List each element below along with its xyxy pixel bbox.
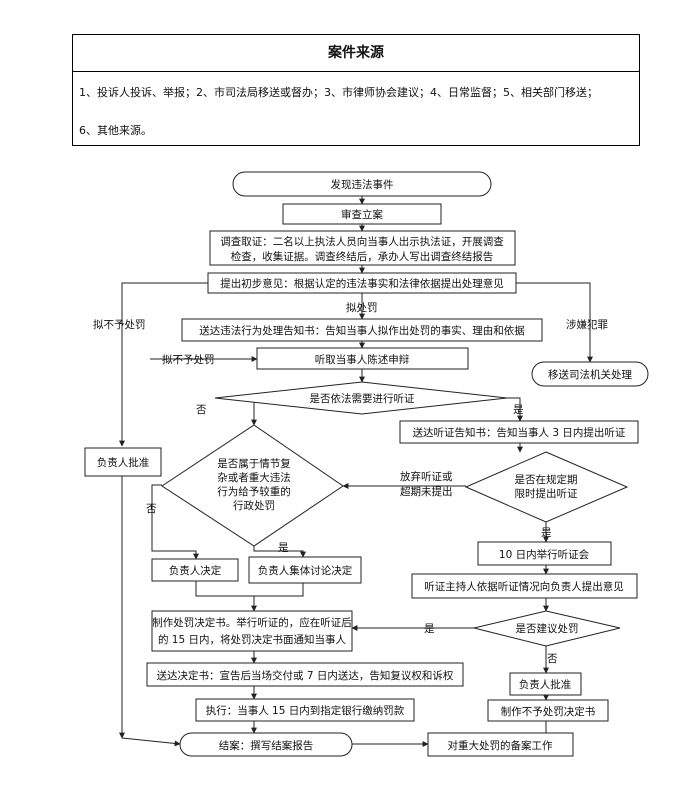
node-hear-defense: 听取当事人陈述申辩: [256, 347, 469, 370]
case-source-table: 案件来源 1、投诉人投诉、举报；2、市司法局移送或督办；3、市律师协会建议；4、…: [72, 34, 640, 146]
label-yes-complex: 是: [278, 542, 289, 554]
node-make-decision-line-1: 制作处罚决定书。举行听证的，应在听证后: [152, 616, 352, 629]
node-collective-decide: 负责人集体讨论决定: [248, 556, 362, 584]
node-head-decide: 负责人决定: [151, 558, 239, 582]
node-investigate-line-1: 调查取证：二名以上执法人员向当事人出示执法证，开展调查: [220, 235, 504, 248]
label-suspected-crime: 涉嫌犯罪: [566, 318, 608, 331]
node-suggest-penalty-question: 是否建议处罚: [473, 610, 621, 647]
label-yes-timely: 是: [541, 527, 552, 539]
case-source-title: 案件来源: [73, 35, 639, 72]
label-no-hearing: 否: [196, 404, 207, 416]
node-transfer-judicial-label: 移送司法机关处理: [548, 368, 632, 381]
node-execute-label: 执行：当事人 15 日内到指定银行缴纳罚款: [206, 704, 405, 717]
node-review: 审查立案: [282, 203, 442, 225]
node-head-approve-left: 负责人批准: [84, 447, 162, 477]
node-make-no-penalty-label: 制作不予处罚决定书: [501, 705, 596, 718]
case-source-line-2: 6、其他来源。: [79, 124, 152, 137]
node-archive: 对重大处罚的备案工作: [427, 732, 574, 757]
label-waive-line-2: 超期未提出: [400, 485, 453, 498]
node-make-decision: 制作处罚决定书。举行听证的，应在听证后 的 15 日内，将处罚决定书面通知当事人: [151, 610, 353, 652]
node-head-approve-right-label: 负责人批准: [519, 678, 572, 691]
node-deliver-decision-label: 送达决定书：宣告后当场交付或 7 日内送达，告知复议权和诉权: [157, 669, 454, 682]
node-close-case-label: 结案：撰写结案报告: [219, 739, 314, 752]
node-complex-question-line-3: 行为给予较重的: [217, 485, 291, 498]
node-archive-label: 对重大处罚的备案工作: [448, 739, 553, 752]
node-hearing-meeting-label: 10 日内举行听证会: [499, 548, 590, 561]
node-notify-penalty-label: 送达违法行为处理告知书：告知当事人拟作出处罚的事实、理由和依据: [199, 324, 525, 337]
node-hearing-notice: 送达听证告知书：告知当事人 3 日内提出听证: [399, 420, 639, 444]
node-hearing-host-opinion-label: 听证主持人依据听证情况向负责人提出意见: [424, 580, 624, 593]
label-yes-suggest: 是: [424, 623, 435, 635]
label-no-complex: 否: [146, 503, 157, 515]
node-hearing-notice-label: 送达听证告知书：告知当事人 3 日内提出听证: [413, 426, 626, 439]
node-review-label: 审查立案: [341, 208, 383, 221]
node-investigate-line-2: 检查，收集证据。调查终结后，承办人写出调查终结报告: [231, 250, 494, 263]
label-yes-hearing: 是: [513, 404, 524, 416]
node-make-decision-line-2: 的 15 日内，将处罚决定书面通知当事人: [158, 633, 347, 646]
node-head-approve-left-label: 负责人批准: [97, 456, 150, 469]
label-waive-line-1: 放弃听证或: [400, 470, 453, 483]
node-initial-opinion-label: 提出初步意见：根据认定的违法事实和法律依据提出处理意见: [220, 277, 504, 290]
node-hearing-host-opinion: 听证主持人依据听证情况向负责人提出意见: [411, 573, 638, 599]
label-no-suggest: 否: [547, 653, 558, 665]
node-suggest-penalty-question-label: 是否建议处罚: [516, 622, 579, 635]
node-initial-opinion: 提出初步意见：根据认定的违法事实和法律依据提出处理意见: [207, 272, 517, 294]
node-head-approve-right: 负责人批准: [509, 672, 582, 696]
node-complex-question-line-2: 杂或者重大违法: [217, 471, 291, 484]
node-deliver-decision: 送达决定书：宣告后当场交付或 7 日内送达，告知复议权和诉权: [146, 662, 464, 687]
node-timely-question-line-1: 是否在规定期: [515, 473, 578, 486]
connector-lines: [119, 196, 593, 747]
node-hearing-question: 是否依法需要进行听证: [214, 381, 508, 415]
node-hearing-question-label: 是否依法需要进行听证: [310, 392, 415, 405]
node-make-no-penalty: 制作不予处罚决定书: [487, 699, 609, 722]
node-investigate: 调查取证：二名以上执法人员向当事人出示执法证，开展调查 检查，收集证据。调查终结…: [209, 230, 516, 266]
node-notify-penalty: 送达违法行为处理告知书：告知当事人拟作出处罚的事实、理由和依据: [181, 318, 543, 342]
node-complex-question: 是否属于情节复 杂或者重大违法 行为给予较重的 行政处罚: [161, 424, 344, 547]
node-collective-decide-label: 负责人集体讨论决定: [258, 564, 353, 577]
case-source-line-1: 1、投诉人投诉、举报；2、市司法局移送或督办；3、市律师协会建议；4、日常监督；…: [79, 86, 598, 99]
node-timely-question: 是否在规定期 限时提出听证: [464, 451, 629, 523]
node-timely-question-line-2: 限时提出听证: [515, 487, 578, 500]
node-discover: 发现违法事件: [232, 171, 492, 197]
node-hear-defense-label: 听取当事人陈述申辩: [315, 353, 410, 366]
node-complex-question-line-4: 行政处罚: [233, 499, 275, 512]
node-close-case: 结案：撰写结案报告: [179, 732, 353, 757]
label-no-penalty-mid: 拟不予处罚: [162, 353, 215, 366]
node-hearing-meeting: 10 日内举行听证会: [477, 541, 612, 566]
node-head-decide-label: 负责人决定: [169, 564, 222, 577]
label-penalty: 拟处罚: [346, 301, 378, 314]
node-complex-question-line-1: 是否属于情节复: [217, 457, 291, 470]
node-execute: 执行：当事人 15 日内到指定银行缴纳罚款: [195, 698, 415, 722]
node-discover-label: 发现违法事件: [331, 178, 394, 191]
label-no-penalty-left: 拟不予处罚: [93, 318, 146, 331]
node-transfer-judicial: 移送司法机关处理: [531, 361, 649, 387]
